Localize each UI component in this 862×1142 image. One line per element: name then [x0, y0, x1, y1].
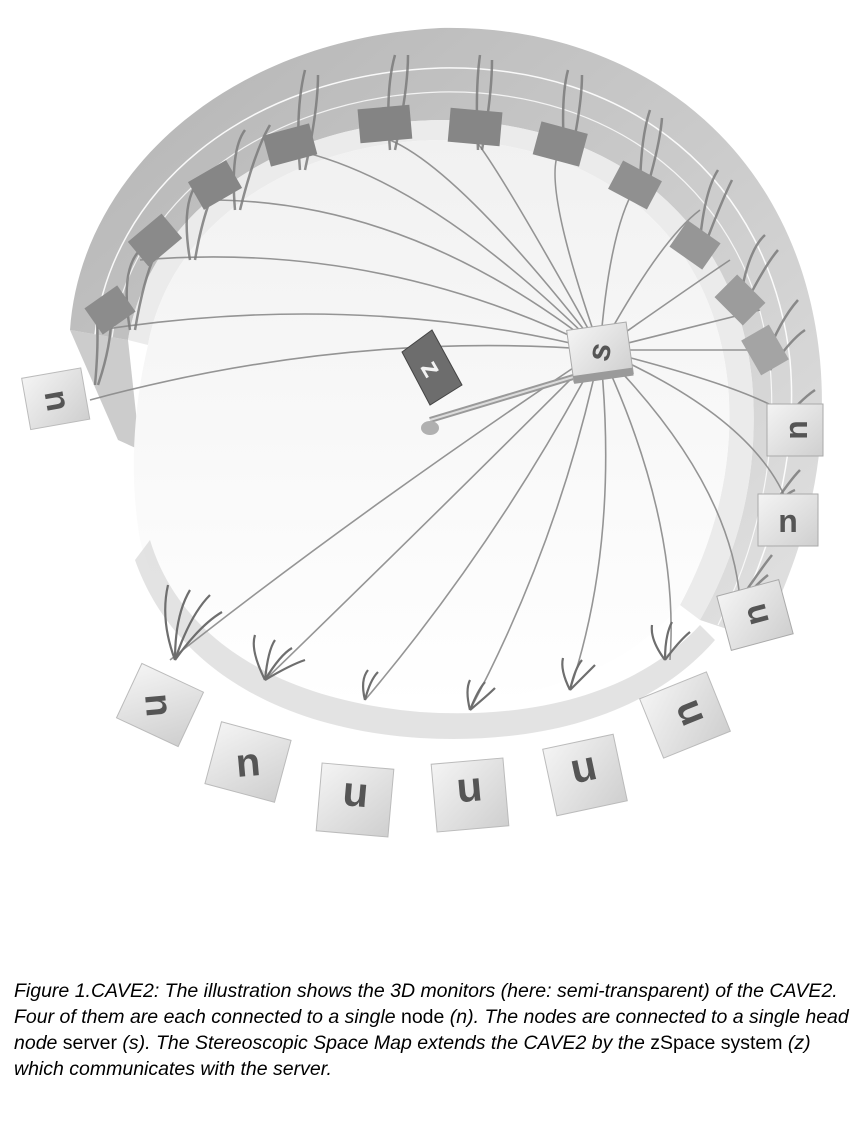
- node-blocks-top: n: [21, 104, 824, 651]
- node-block: n: [716, 579, 794, 651]
- node-blocks-bottom: n n n n n n: [115, 662, 732, 838]
- svg-text:n: n: [234, 740, 262, 786]
- node-block: n: [430, 757, 510, 833]
- caption-part-5: (s). The Stereoscopic Space Map extends …: [117, 1032, 645, 1054]
- svg-text:n: n: [455, 769, 485, 818]
- svg-text:n: n: [778, 503, 798, 539]
- node-block: n: [204, 721, 292, 803]
- node-block: [532, 121, 588, 167]
- node-block: n: [315, 762, 395, 838]
- node-block: [669, 220, 721, 270]
- monitor-ring: [70, 27, 822, 640]
- node-block: n: [638, 671, 732, 759]
- caption-part-4: server: [57, 1032, 117, 1054]
- node-block: [187, 160, 243, 210]
- zspace-system: z: [401, 329, 581, 435]
- caption-part-3: (n). The nodes are connected to a single…: [14, 1006, 849, 1054]
- server-block: s: [566, 321, 634, 384]
- node-block: [127, 213, 183, 267]
- monitor-connectors-front: [164, 584, 691, 711]
- node-block: [741, 324, 789, 376]
- node-block: n: [115, 662, 205, 748]
- node-block: [262, 123, 318, 167]
- monitor-wall-outer: [70, 27, 822, 640]
- svg-text:n: n: [136, 692, 180, 719]
- node-block: [447, 107, 503, 147]
- zspace-display: [401, 329, 463, 406]
- node-block: [608, 160, 662, 210]
- node-block: [714, 274, 766, 326]
- monitor-wall-left: [70, 330, 140, 450]
- caption-part-7: (z) which communicates with the server.: [14, 1032, 811, 1080]
- caption-part-6: zSpace system: [644, 1032, 783, 1054]
- zspace-base: [421, 421, 439, 435]
- node-block: n: [757, 493, 819, 547]
- wall-guide-line: [94, 67, 793, 621]
- svg-text:n: n: [778, 420, 814, 440]
- svg-text:n: n: [340, 774, 370, 823]
- figure-caption: Figure 1.CAVE2: The illustration shows t…: [14, 978, 852, 1082]
- node-block: [84, 285, 136, 335]
- cave2-illustration: n: [21, 27, 824, 838]
- node-block: n: [766, 403, 824, 457]
- caption-part-1: Figure 1.CAVE2: The illustration shows t…: [14, 980, 838, 1028]
- caption-part-2: node: [395, 1006, 445, 1028]
- node-block: n: [21, 367, 91, 431]
- node-block: n: [542, 733, 628, 817]
- monitor-wall-front: [135, 540, 715, 739]
- node-block: [357, 104, 413, 144]
